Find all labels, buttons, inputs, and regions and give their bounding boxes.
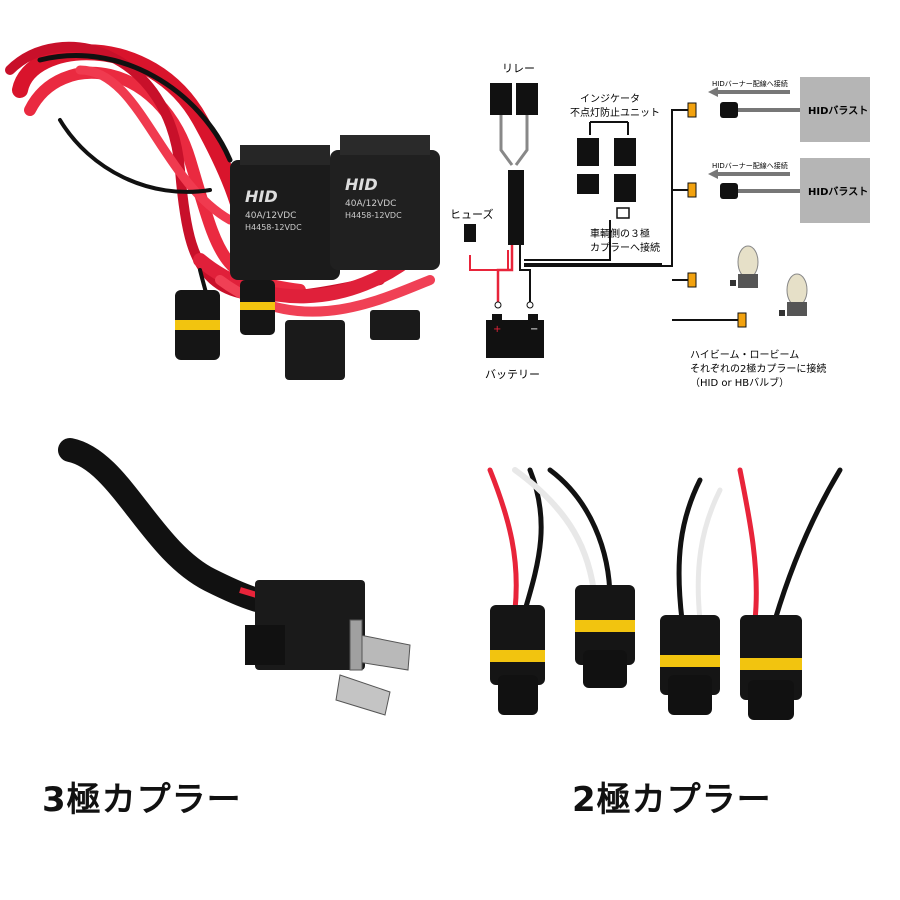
battery-label: バッテリー [485,368,540,381]
h4-connector-body [245,580,365,670]
fuse-label: ヒューズ [450,207,493,221]
lead-wires [487,467,843,623]
svg-text:40A/12VDC: 40A/12VDC [345,199,396,209]
coupler-2 [575,585,635,688]
ballast-plug-2 [720,183,738,199]
ballast-box-2 [800,158,870,223]
vehicle-coupler-label-2: カプラーへ接続 [590,241,660,254]
bulb-note-1: ハイビーム・ロービーム [690,349,799,361]
arrowhead-1 [708,87,718,97]
two-pole-connector-photo [175,290,220,360]
terminal-plus [494,301,502,309]
battery-plus-wire [496,245,514,302]
svg-text:HID: HID [345,175,378,194]
coupler-1 [490,605,545,715]
coupler-4 [740,615,802,720]
coupler-3 [660,615,720,715]
two-pole-connector-symbol [687,102,747,328]
bulb-icon-2 [779,273,808,316]
bulb-note-2: それぞれの2極カプラーに接続 [690,362,826,375]
ballast-plug-1 [720,102,738,118]
svg-text:40A/12VDC: 40A/12VDC [245,211,296,221]
svg-text:H4458-12VDC: H4458-12VDC [245,223,302,232]
two-pole-connector-photo-2 [240,280,275,335]
hid-burner-note-1: HIDバーナー配線へ接続 [712,79,788,88]
terminal-minus [526,301,534,309]
three-pole-coupler-photo [58,438,411,716]
fuse-symbol [464,224,476,242]
battery-minus: − [530,324,538,335]
vehicle-coupler-wire [524,220,662,265]
h4-blade-terminals [335,619,411,716]
three-pole-coupler-caption: 3極カプラー [42,780,242,820]
fuse-wire [469,250,509,271]
relay-label: リレー [502,62,535,75]
battery-minus-wire [519,245,531,302]
svg-text:HID: HID [245,187,278,206]
wiring-diagram: リレー インジケータ 不点灯防止ユニット ヒューズ + − バッテリー 車輌側の… [450,62,870,389]
bulb-note-3: （HID or HBバルブ） [690,376,789,389]
indicator-label-1: インジケータ [580,93,640,105]
relay-right: HID 40A/12VDC H4458-12VDC [330,135,440,270]
ballast-label-2: HIDバラスト [808,186,868,198]
ballast-box-1 [800,77,870,142]
battery-symbol: + − [486,314,544,358]
bulb-icon-1 [730,245,759,288]
arrowhead-2 [708,169,718,179]
relay-symbol [490,83,538,166]
vehicle-coupler-label-1: 車輌側の３極 [590,227,650,240]
three-pole-connector-photo [285,320,345,380]
relay-left: HID 40A/12VDC H4458-12VDC [230,145,340,280]
battery-plus: + [493,324,501,335]
fuse-holder-photo [370,310,420,340]
ballast-label-1: HIDバラスト [808,105,868,117]
indicator-label-2: 不点灯防止ユニット [570,106,660,119]
svg-text:H4458-12VDC: H4458-12VDC [345,211,402,220]
output-bus [524,109,740,321]
harness-photo: HID 40A/12VDC H4458-12VDC HID 40A/12VDC … [5,42,440,380]
indicator-unit-symbol [577,121,636,219]
two-pole-coupler-caption: 2極カプラー [572,780,772,820]
two-pole-coupler-photo [487,467,843,720]
wire-trunk [508,170,524,245]
hid-burner-note-2: HIDバーナー配線へ接続 [712,161,788,170]
